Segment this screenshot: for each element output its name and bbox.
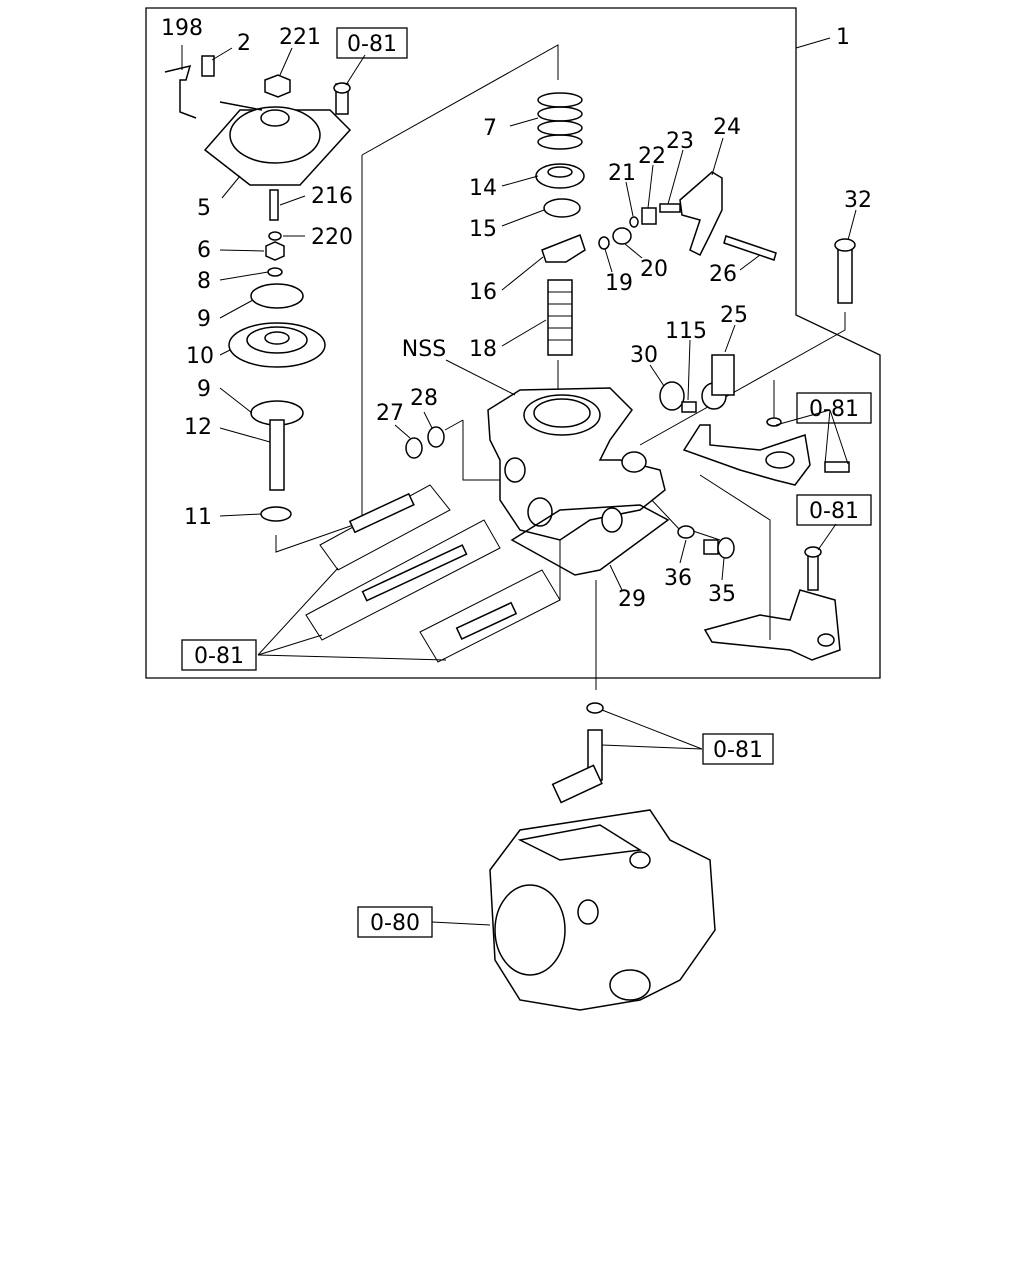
part-220-ring: [268, 231, 282, 241]
part-14-gear: [535, 163, 585, 189]
part-115-spring: [681, 401, 697, 413]
callout-35: 35: [708, 582, 736, 607]
part-198-bracket: [164, 64, 197, 119]
callout-9-upper: 9: [197, 307, 211, 332]
part-8-washer: [267, 267, 283, 277]
leader-1: [795, 37, 831, 49]
assembly-boundary: [145, 7, 881, 679]
part-bolt-top: [333, 82, 351, 115]
part-24-lever: [679, 171, 723, 257]
part-6-nut: [265, 241, 285, 261]
part-9-plate-upper: [250, 283, 304, 309]
svg-text:0-80: 0-80: [370, 911, 420, 936]
part-nss-housing: [487, 387, 666, 541]
reference-box-2: 0-81: [796, 392, 872, 424]
svg-text:0-81: 0-81: [713, 738, 763, 763]
svg-text:0-81: 0-81: [809, 499, 859, 524]
callout-19: 19: [605, 271, 633, 296]
part-7-spring: [537, 92, 583, 150]
reference-box-1: 0-81: [336, 27, 408, 59]
callout-8: 8: [197, 269, 211, 294]
part-11-washer: [260, 506, 292, 522]
reference-box-5: 0-81: [702, 733, 774, 765]
callout-221: 221: [279, 25, 321, 50]
screw-set-panels: [305, 484, 561, 663]
callout-10: 10: [186, 344, 214, 369]
reference-box-3: 0-81: [796, 494, 872, 526]
part-10-diaphragm: [228, 322, 326, 368]
svg-text:0-81: 0-81: [809, 397, 859, 422]
part-12-shaft: [269, 419, 285, 491]
callout-12: 12: [184, 415, 212, 440]
part-30-oring: [659, 381, 685, 411]
callout-21: 21: [608, 161, 636, 186]
callout-216: 216: [311, 184, 353, 209]
part-29-gasket: [510, 504, 670, 576]
callout-2: 2: [237, 31, 251, 56]
part-20-cap: [612, 227, 632, 245]
leader-lines: [181, 45, 857, 591]
callout-11: 11: [184, 505, 212, 530]
part-221-nut: [264, 74, 291, 98]
part-26-shaft: [723, 235, 777, 261]
part-16-lever-plate: [541, 234, 586, 263]
callout-22: 22: [638, 144, 666, 169]
callout-30: 30: [630, 343, 658, 368]
lower-connector: [551, 702, 604, 804]
part-5-diaphragm-cover: [203, 101, 352, 186]
guide-lines: [275, 44, 846, 860]
callout-36: 36: [664, 566, 692, 591]
reference-box-6: 0-80: [357, 906, 433, 938]
callout-115: 115: [665, 319, 707, 344]
svg-text:0-81: 0-81: [194, 644, 244, 669]
part-32-bolt: [834, 238, 856, 304]
part-216-stud: [269, 189, 279, 221]
callout-15: 15: [469, 217, 497, 242]
callout-5: 5: [197, 196, 211, 221]
part-35-screw: [703, 537, 735, 559]
callout-24: 24: [713, 115, 741, 140]
callout-28: 28: [410, 386, 438, 411]
bracket-upper-right: [682, 417, 850, 486]
callout-1: 1: [836, 25, 850, 50]
callout-29: 29: [618, 587, 646, 612]
part-23-pin: [659, 203, 681, 213]
part-21-ring: [629, 216, 639, 228]
reference-box-4: 0-81: [181, 639, 257, 671]
bracket-lower-right: [703, 546, 841, 661]
part-28-cap: [427, 426, 445, 448]
callout-220: 220: [311, 225, 353, 250]
callout-27: 27: [376, 401, 404, 426]
part-19-ring: [598, 236, 610, 250]
callout-nss: NSS: [402, 337, 446, 362]
part-22-spring: [641, 207, 657, 225]
part-18-sleeve: [547, 279, 573, 356]
part-36-washer: [677, 525, 695, 539]
callout-7: 7: [483, 116, 497, 141]
callout-16: 16: [469, 280, 497, 305]
callout-14: 14: [469, 176, 497, 201]
callout-25: 25: [720, 303, 748, 328]
part-27-cap: [405, 437, 423, 459]
callout-9-lower: 9: [197, 377, 211, 402]
svg-text:0-81: 0-81: [347, 32, 397, 57]
callout-23: 23: [666, 129, 694, 154]
reference-leaders: [257, 409, 849, 926]
callout-6: 6: [197, 238, 211, 263]
part-15-bushing: [543, 198, 581, 218]
callout-20: 20: [640, 257, 668, 282]
part-25-plug: [701, 354, 735, 410]
callout-198: 198: [161, 16, 203, 41]
callout-32: 32: [844, 188, 872, 213]
part-2-screw: [201, 55, 215, 77]
pump-body-lower: [489, 809, 716, 1011]
callout-26: 26: [709, 262, 737, 287]
callout-18: 18: [469, 337, 497, 362]
